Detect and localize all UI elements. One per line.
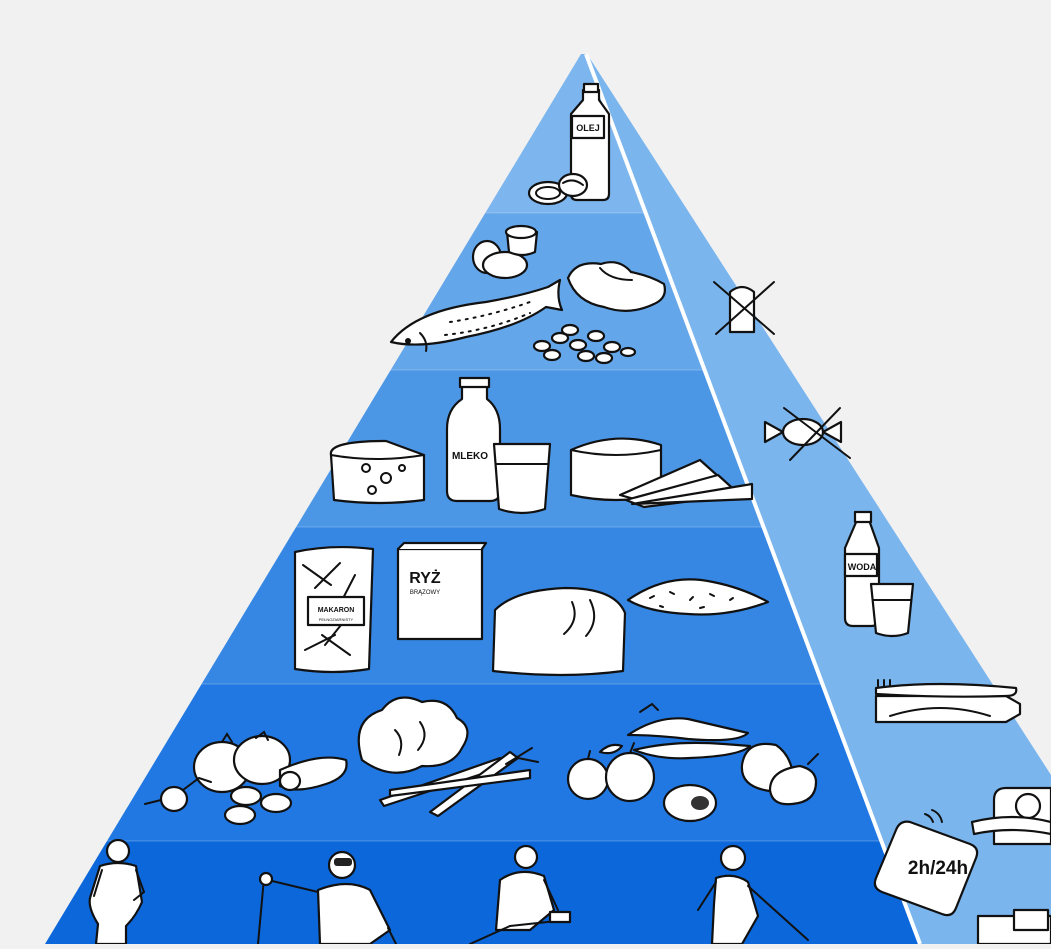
rice-box-icon: RYŻ BRĄZOWY — [398, 543, 486, 639]
cheese-wedge-icon — [331, 441, 424, 503]
water-label: WODA — [848, 562, 877, 572]
milk-label: MLEKO — [452, 451, 488, 462]
pasta-sub-label: PEŁNOZIARNISTY — [319, 617, 354, 622]
rice-title-label: RYŻ — [409, 569, 441, 587]
pasta-label: MAKARON — [318, 607, 355, 614]
milk-glass-icon — [494, 444, 550, 513]
rice-sub-label: BRĄZOWY — [410, 590, 440, 596]
oil-label: OLEJ — [576, 123, 600, 133]
level-oils — [0, 0, 1051, 213]
bed-icon — [978, 910, 1051, 944]
yogurt-cup-icon — [506, 226, 537, 255]
bread-loaf-icon — [493, 588, 625, 675]
toothpaste-icon — [876, 680, 1020, 722]
avocado-icon — [664, 785, 716, 821]
screen-time-label: 2h/24h — [908, 858, 968, 879]
pasta-bag-icon: MAKARON PEŁNOZIARNISTY — [295, 547, 373, 672]
water-glass-icon — [871, 584, 913, 636]
